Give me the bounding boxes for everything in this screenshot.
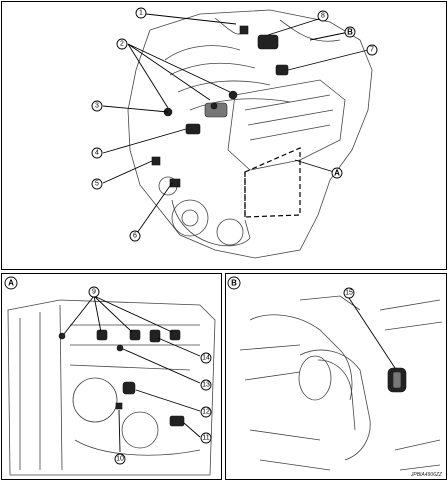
valve-cover — [227, 79, 346, 171]
callout-6: 6 — [129, 230, 141, 242]
callout-4: 4 — [91, 147, 103, 159]
crank-pulley-hub — [181, 209, 199, 227]
detail-b-label: B — [227, 276, 241, 290]
callout-12: 12 — [200, 406, 212, 418]
sensor-7 — [275, 64, 289, 76]
sensor-4 — [185, 123, 201, 135]
callout-3: 3 — [91, 100, 103, 112]
detail-b-frame — [225, 273, 447, 480]
detail-a-illustration — [7, 299, 216, 476]
drive-belt — [171, 199, 251, 247]
crank-pulley — [171, 199, 209, 237]
engine-illustration — [127, 9, 373, 259]
callout-9: 9 — [88, 286, 100, 298]
svg-text:5: 5 — [95, 181, 99, 188]
callout-13: 13 — [200, 379, 212, 391]
svg-text:9: 9 — [92, 289, 96, 296]
detail-b-illustration — [239, 295, 443, 471]
callout-10: 10 — [114, 453, 126, 465]
detail-a-region-outline — [244, 147, 301, 218]
idler-pulley — [216, 218, 244, 246]
sensor-8 — [257, 34, 279, 50]
sensor-2b — [228, 90, 238, 100]
svg-text:12: 12 — [202, 409, 210, 416]
callout-14: 14 — [200, 352, 212, 364]
sensor-6 — [169, 178, 181, 188]
sensor-2c — [210, 102, 218, 110]
sensor-3-body — [204, 102, 228, 118]
svg-text:A: A — [334, 169, 340, 178]
intake-runners — [164, 45, 291, 111]
callout-1: 1 — [135, 7, 147, 19]
main-leaders — [102, 13, 369, 237]
valve-cover-ribs — [244, 94, 334, 141]
svg-text:4: 4 — [95, 150, 99, 157]
callout-2: 2 — [116, 38, 128, 50]
engine-outline — [127, 9, 373, 259]
sensor-1 — [239, 25, 249, 35]
callout-11: 11 — [200, 432, 212, 444]
svg-text:13: 13 — [202, 382, 210, 389]
main-letter-a: A — [331, 167, 343, 179]
svg-text:B: B — [347, 28, 353, 37]
svg-text:B: B — [231, 279, 237, 288]
svg-text:1: 1 — [139, 10, 143, 17]
callout-8: 8 — [317, 10, 329, 22]
detail-a-frame — [1, 273, 222, 480]
callout-7: 7 — [366, 44, 378, 56]
svg-text:A: A — [8, 279, 14, 288]
main-view-frame — [1, 1, 447, 270]
main-letter-b: B — [344, 26, 356, 38]
svg-text:15: 15 — [345, 290, 353, 297]
detail-a-label: A — [4, 276, 18, 290]
svg-text:14: 14 — [202, 355, 210, 362]
svg-text:3: 3 — [95, 103, 99, 110]
callout-15: 15 — [343, 287, 355, 299]
svg-text:6: 6 — [133, 233, 137, 240]
detail-a-leaders — [63, 295, 201, 453]
svg-text:2: 2 — [120, 41, 124, 48]
detail-b-leaders — [348, 297, 396, 369]
callout-5: 5 — [91, 178, 103, 190]
svg-text:11: 11 — [202, 435, 209, 442]
svg-text:10: 10 — [116, 456, 124, 463]
svg-text:7: 7 — [370, 47, 374, 54]
reference-code: JPBIA4906ZZ — [410, 472, 443, 478]
svg-text:8: 8 — [321, 13, 325, 20]
sensor-5 — [151, 156, 161, 166]
